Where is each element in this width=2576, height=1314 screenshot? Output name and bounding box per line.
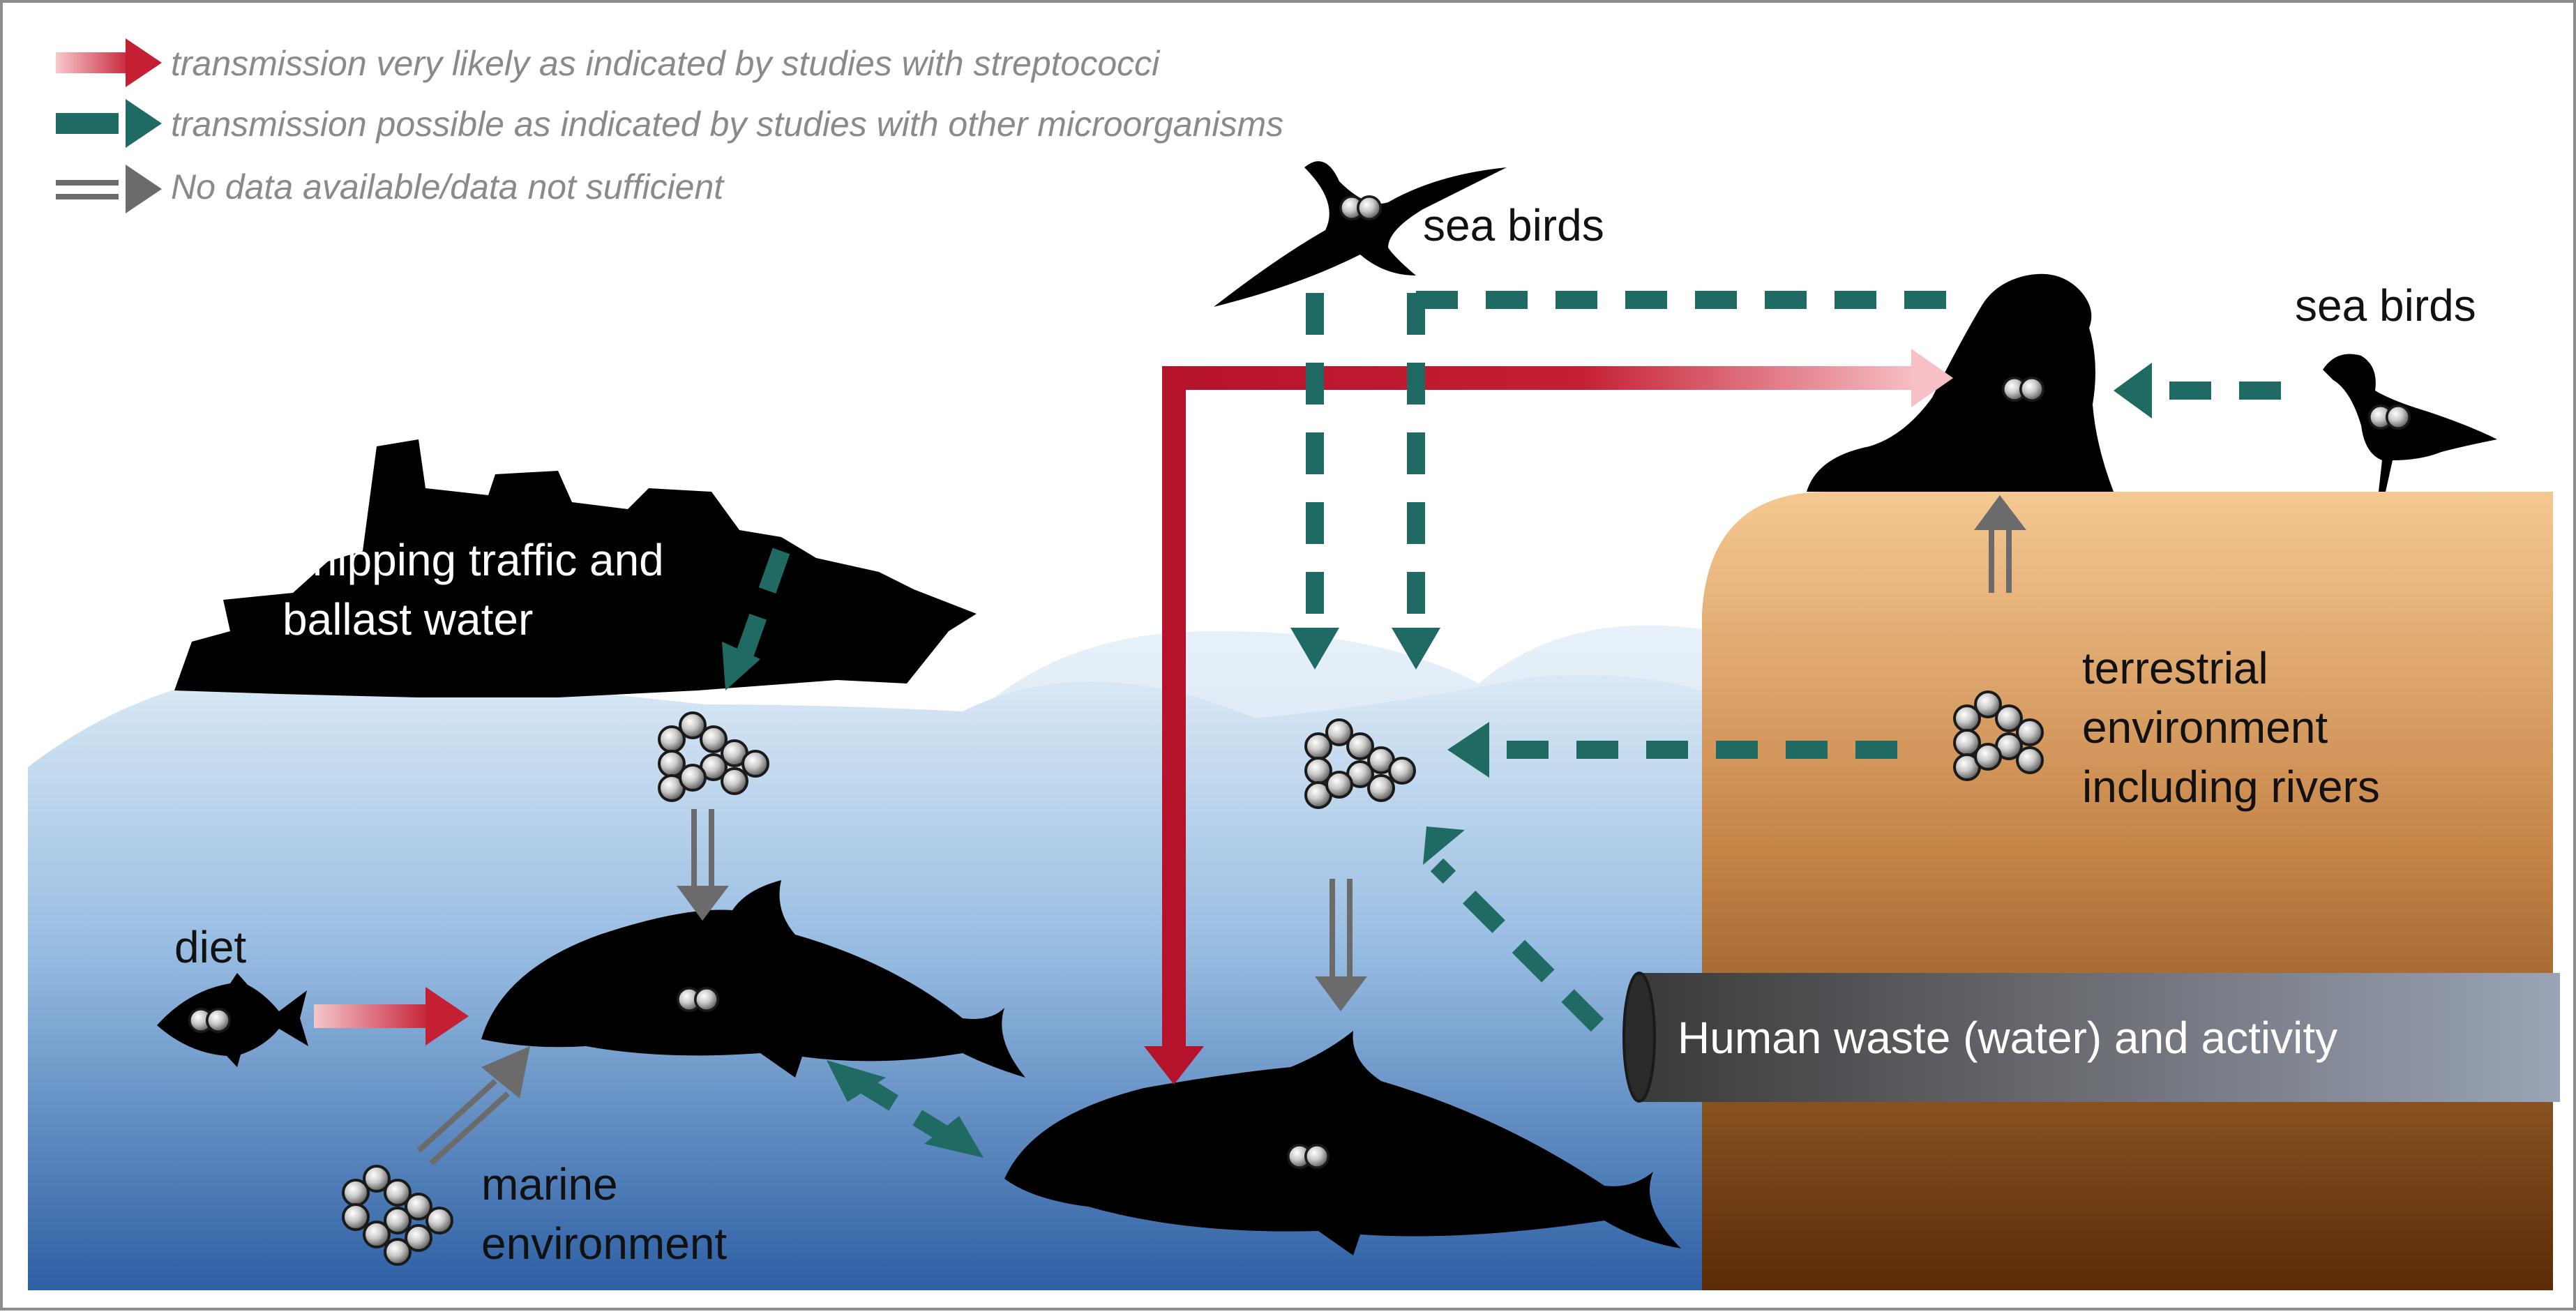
label-terrestrial-line2: environment (2082, 702, 2328, 753)
label-marine-line1: marine (481, 1159, 618, 1209)
teal-arrow-porpoises (853, 1073, 954, 1145)
grey-arrowheads (481, 495, 2026, 1098)
legend-red-arrowhead (126, 38, 162, 87)
waste-pipe (1622, 972, 2560, 1103)
legend-red-swatch (56, 52, 133, 73)
flying-seabird-silhouette (1214, 161, 1507, 307)
sea-lion-silhouette (1807, 273, 2114, 492)
red-arrow-diet (314, 987, 469, 1045)
legend-grey-swatch-top (56, 180, 119, 186)
teal-arrows (730, 291, 2281, 1145)
ship-silhouette (174, 439, 977, 697)
legend: transmission very likely as indicated by… (56, 38, 1283, 213)
teal-arrow-ship (730, 548, 790, 673)
teal-arrowheads (722, 363, 2152, 1158)
legend-grey-swatch-bottom (56, 194, 119, 199)
fish-silhouette (157, 973, 308, 1067)
label-sea-birds-flying: sea birds (1423, 200, 1604, 250)
teal-arrow-human-waste (1430, 858, 1604, 1032)
grey-arrows (416, 530, 2012, 1165)
label-terrestrial-line3: including rivers (2082, 762, 2380, 812)
label-terrestrial-line1: terrestrial (2082, 643, 2268, 693)
legend-red-label: transmission very likely as indicated by… (171, 44, 1161, 83)
legend-teal-label: transmission possible as indicated by st… (171, 105, 1283, 144)
label-marine-line2: environment (481, 1218, 727, 1269)
label-human-waste: Human waste (water) and activity (1678, 1013, 2337, 1063)
legend-grey-label: No data available/data not sufficient (171, 167, 725, 206)
label-shipping-line2: ballast water (283, 594, 533, 644)
standing-seabird-silhouette (2323, 354, 2497, 492)
label-sea-birds-standing: sea birds (2295, 280, 2476, 331)
lower-porpoise-silhouette (1004, 1031, 1681, 1255)
land-background (1702, 492, 2553, 1290)
legend-grey-arrowhead (126, 165, 162, 213)
label-shipping-line1: Shipping traffic and (283, 535, 664, 585)
red-arrow-to-sea-lion (1144, 349, 1953, 1085)
upper-porpoise-silhouette (481, 880, 1025, 1078)
legend-teal-arrowhead (126, 99, 162, 148)
label-diet: diet (174, 922, 246, 972)
legend-teal-swatch (56, 113, 119, 134)
